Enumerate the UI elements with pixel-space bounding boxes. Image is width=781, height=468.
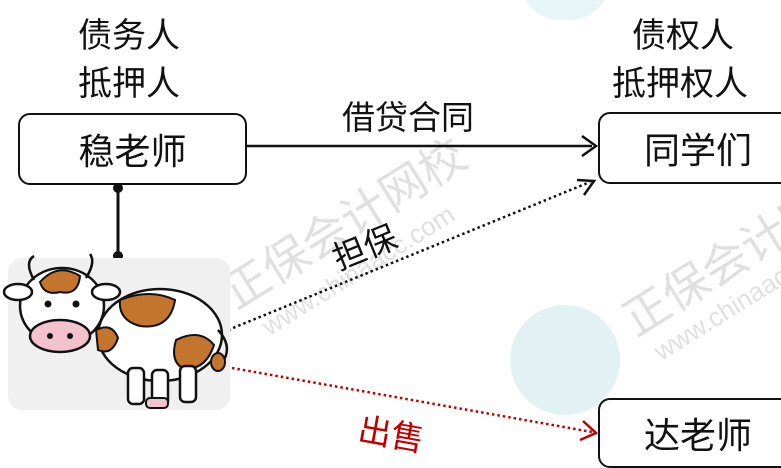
role-creditor: 债权人 <box>632 16 734 56</box>
edge-loan-label: 借贷合同 <box>342 98 474 137</box>
watermark-logo-top <box>520 0 610 20</box>
edge-owner-dot-top <box>113 183 123 193</box>
edge-guarantee-arrowhead <box>576 178 597 196</box>
edge-sale-arrowhead <box>579 420 599 442</box>
edge-loan-arrowhead <box>581 134 599 158</box>
role-mortgagee: 抵押权人 <box>612 64 748 104</box>
edge-guarantee-line <box>227 180 591 332</box>
buyer-box: 达老师 <box>598 398 781 468</box>
watermark-logo <box>510 305 620 415</box>
edge-sale-line <box>231 366 593 434</box>
role-mortgagor: 抵押人 <box>78 64 180 104</box>
creditor-box: 同学们 <box>598 112 781 184</box>
role-debtor: 债务人 <box>78 16 180 56</box>
debtor-box: 稳老师 <box>18 113 247 185</box>
